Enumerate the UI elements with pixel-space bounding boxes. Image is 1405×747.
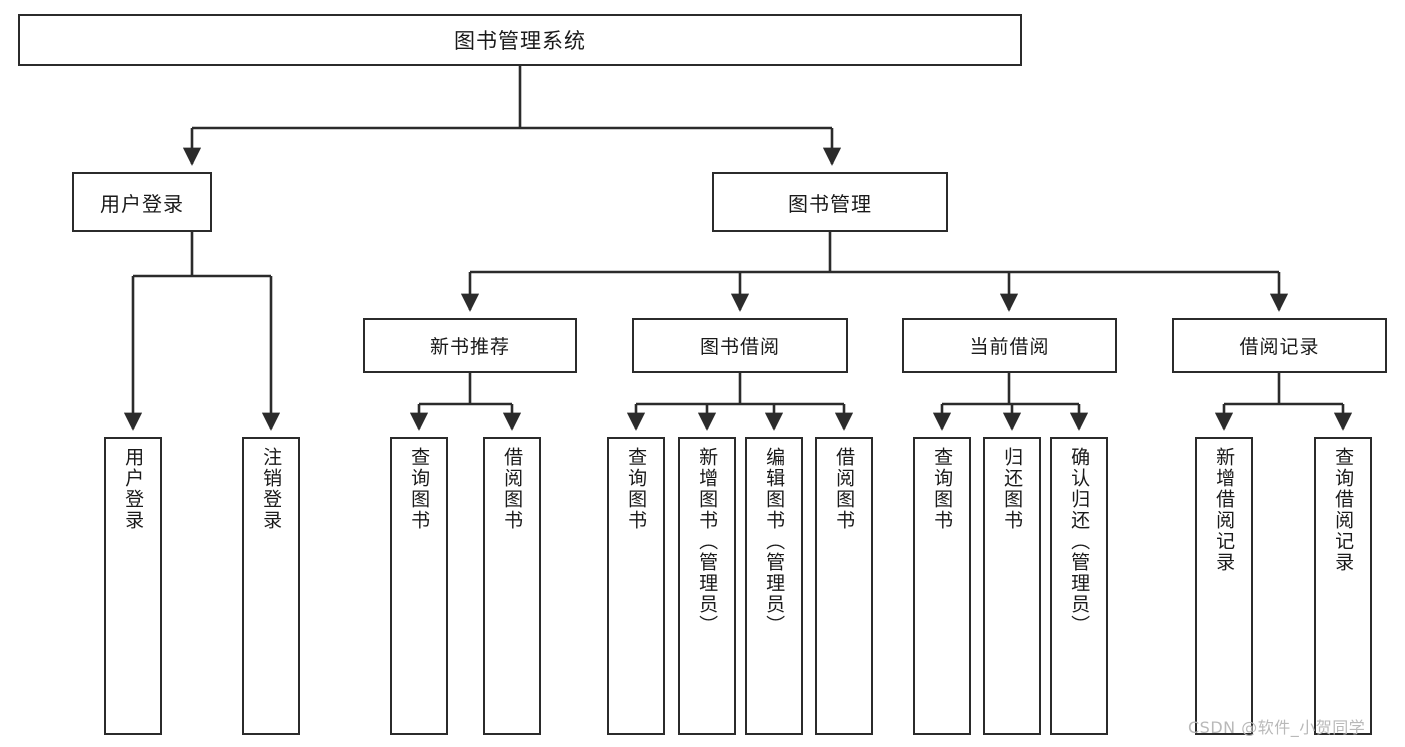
leaf-label: 注销登录 [260, 447, 283, 531]
leaf-add-book-admin[interactable]: 新增图书（管理员） [678, 437, 736, 735]
leaf-label: 借阅图书 [833, 447, 856, 531]
leaf-query-book-current[interactable]: 查询图书 [913, 437, 971, 735]
leaf-query-borrow-record[interactable]: 查询借阅记录 [1314, 437, 1372, 735]
node-book-management[interactable]: 图书管理 [712, 172, 948, 232]
node-borrow-record[interactable]: 借阅记录 [1172, 318, 1387, 373]
leaf-confirm-return-admin[interactable]: 确认归还（管理员） [1050, 437, 1108, 735]
leaf-query-book-recommend[interactable]: 查询图书 [390, 437, 448, 735]
leaf-borrow-book-recommend[interactable]: 借阅图书 [483, 437, 541, 735]
node-user-login-label: 用户登录 [100, 191, 184, 216]
node-borrow-record-label: 借阅记录 [1239, 336, 1320, 358]
leaf-label: 归还图书 [1001, 447, 1024, 531]
leaf-label: 新增图书（管理员） [696, 447, 719, 636]
node-book-management-label: 图书管理 [788, 191, 872, 216]
leaf-return-book[interactable]: 归还图书 [983, 437, 1041, 735]
node-new-book-recommend[interactable]: 新书推荐 [363, 318, 577, 373]
node-book-borrow[interactable]: 图书借阅 [632, 318, 848, 373]
node-current-borrow-label: 当前借阅 [969, 336, 1050, 358]
leaf-label: 编辑图书（管理员） [763, 447, 786, 636]
leaf-add-borrow-record[interactable]: 新增借阅记录 [1195, 437, 1253, 735]
node-new-book-recommend-label: 新书推荐 [429, 336, 510, 358]
node-root-label: 图书管理系统 [454, 29, 586, 53]
leaf-label: 查询图书 [408, 447, 431, 531]
node-user-login[interactable]: 用户登录 [72, 172, 212, 232]
leaf-user-login[interactable]: 用户登录 [104, 437, 162, 735]
leaf-borrow-book[interactable]: 借阅图书 [815, 437, 873, 735]
leaf-label: 确认归还（管理员） [1068, 447, 1091, 636]
leaf-label: 查询图书 [625, 447, 648, 531]
leaf-label: 用户登录 [122, 447, 145, 531]
leaf-label: 查询借阅记录 [1332, 447, 1355, 573]
node-book-borrow-label: 图书借阅 [699, 336, 780, 358]
node-root[interactable]: 图书管理系统 [18, 14, 1022, 66]
leaf-query-book-borrow[interactable]: 查询图书 [607, 437, 665, 735]
leaf-label: 新增借阅记录 [1213, 447, 1236, 573]
leaf-label: 查询图书 [931, 447, 954, 531]
leaf-user-logout[interactable]: 注销登录 [242, 437, 300, 735]
leaf-edit-book-admin[interactable]: 编辑图书（管理员） [745, 437, 803, 735]
watermark: CSDN @软件_小贺同学 [1188, 718, 1366, 737]
node-current-borrow[interactable]: 当前借阅 [902, 318, 1117, 373]
leaf-label: 借阅图书 [501, 447, 524, 531]
